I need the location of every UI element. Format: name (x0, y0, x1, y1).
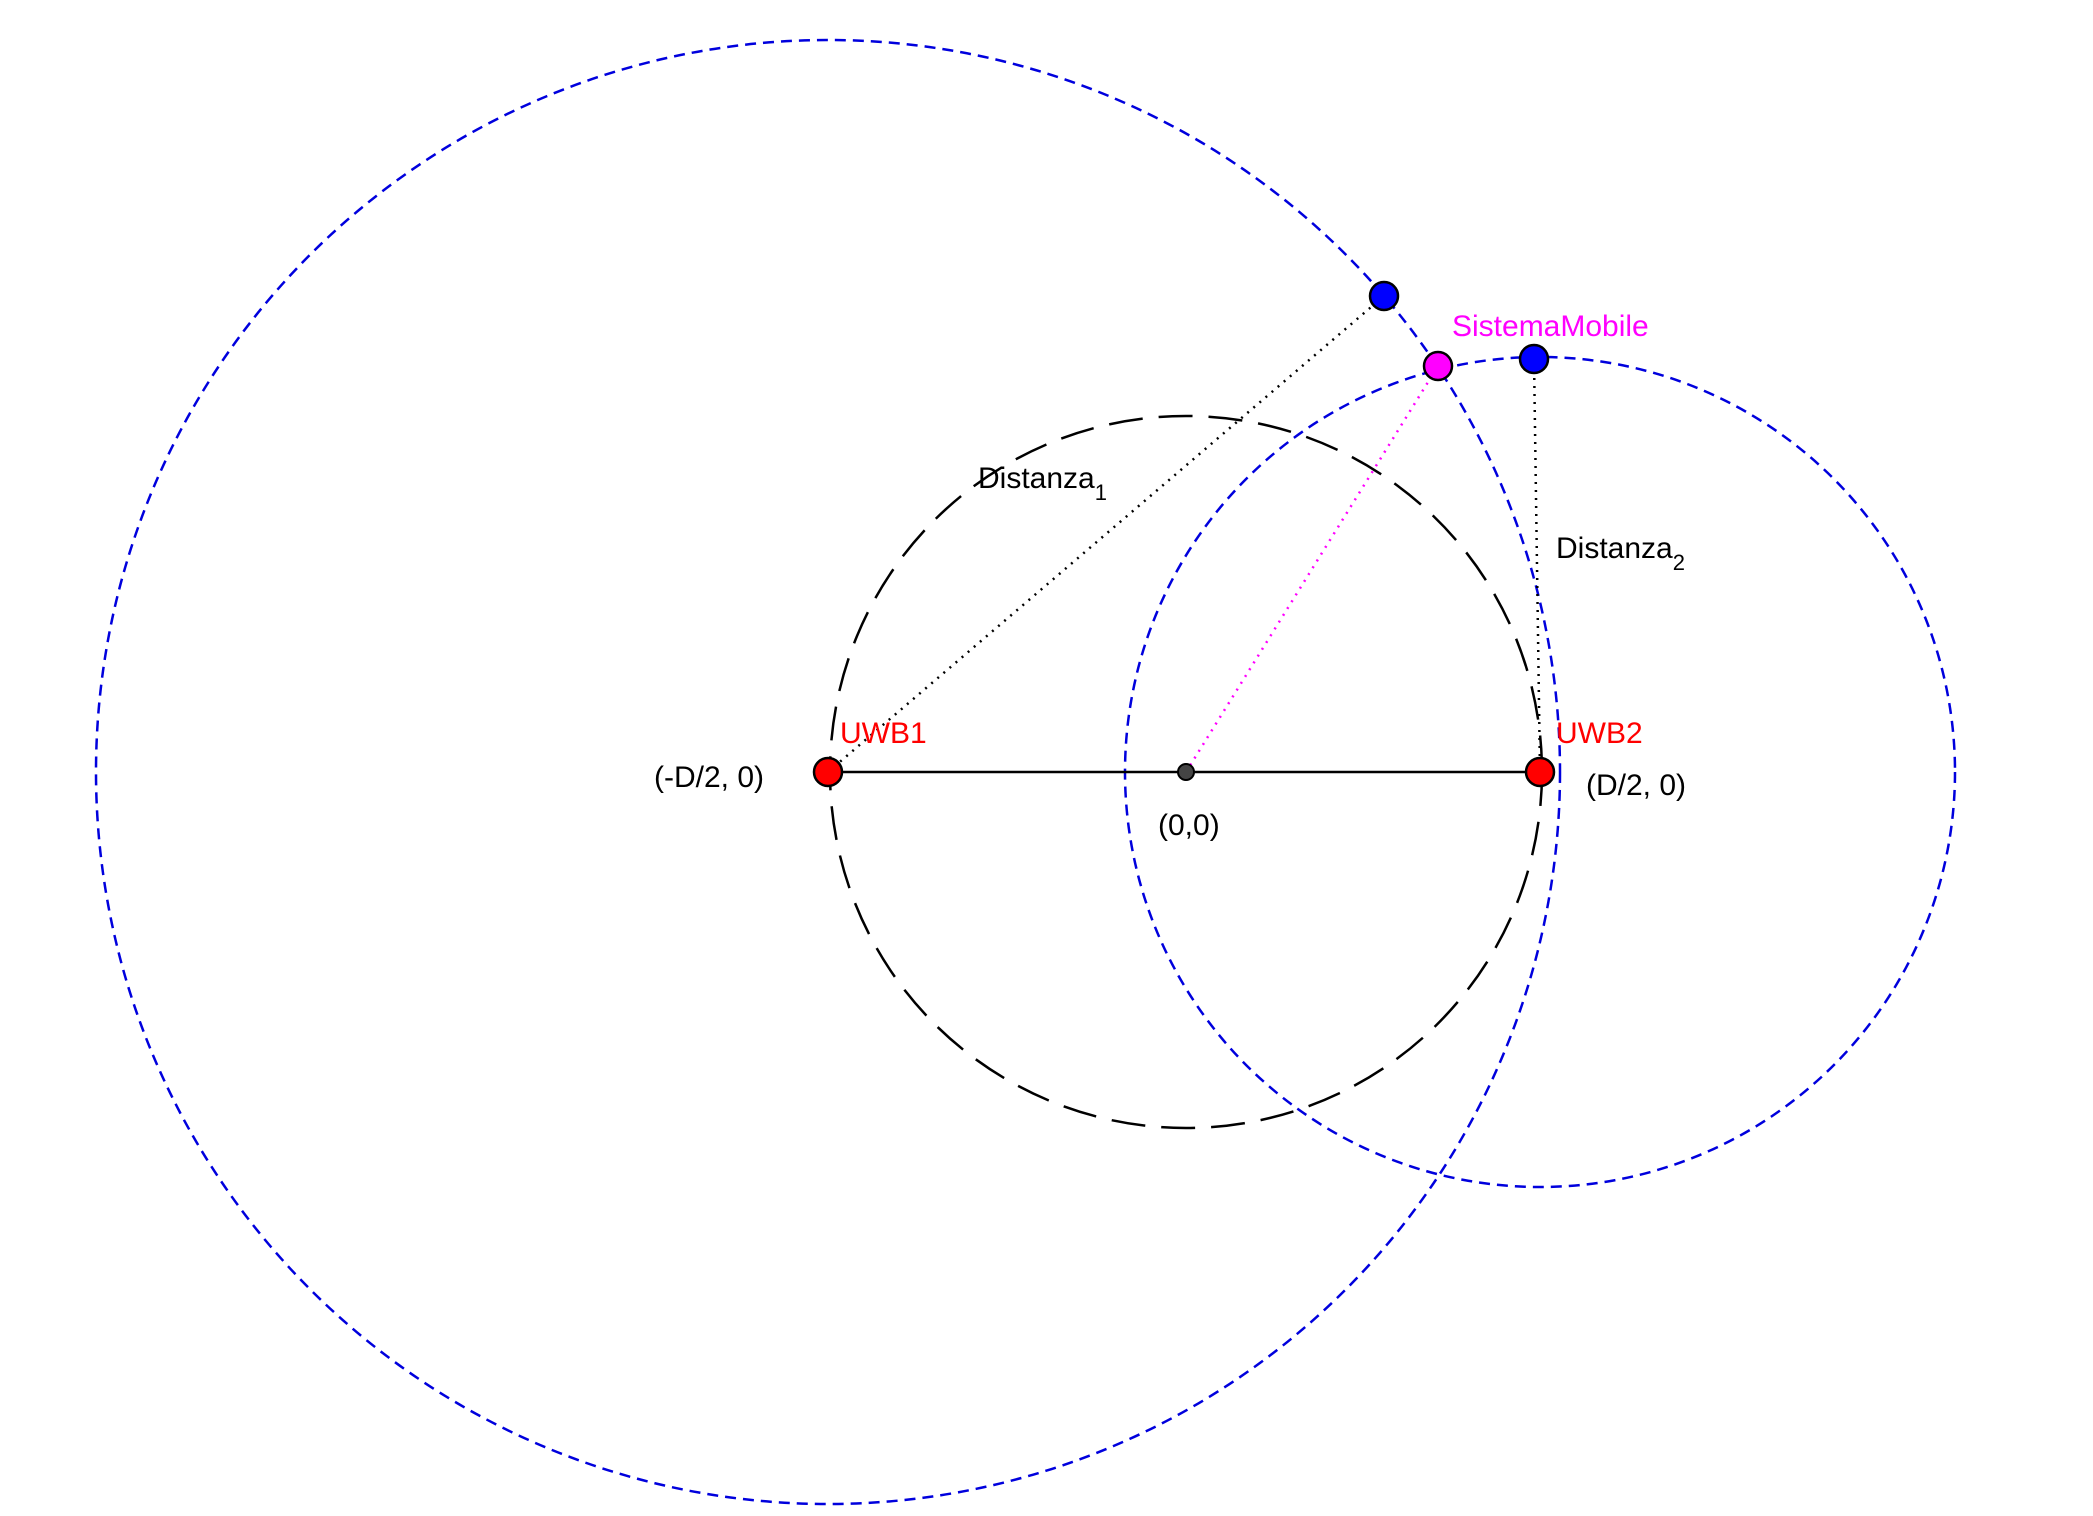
distance1-label-main: Distanza (978, 462, 1095, 495)
origin-label: (0,0) (1158, 809, 1220, 842)
distance2-label-sub: 2 (1673, 550, 1685, 575)
distance1-label-sub: 1 (1095, 480, 1107, 505)
distance1-label: Distanza1 (978, 462, 1107, 505)
origin-point (1177, 763, 1195, 781)
range-circle-uwb1 (94, 38, 1562, 1506)
distance2-label-main: Distanza (1556, 532, 1673, 565)
mobile-system-label: SistemaMobile (1452, 310, 1649, 343)
distance2-line (1532, 358, 1542, 773)
coord-left-label: (-D/2, 0) (654, 761, 764, 794)
uwb2-label: UWB2 (1556, 717, 1643, 750)
uwb1-label: UWB1 (840, 717, 927, 750)
uwb2-anchor-point (1524, 756, 1556, 788)
mobile-system-point (1422, 350, 1454, 382)
distance1-line (827, 295, 1385, 773)
uwb1-anchor-point (812, 756, 844, 788)
intersection-point-1 (1368, 280, 1400, 312)
mobile-line (1184, 365, 1440, 773)
intersection-point-2 (1518, 343, 1550, 375)
coord-right-label: (D/2, 0) (1586, 769, 1686, 802)
distance2-label: Distanza2 (1556, 532, 1685, 575)
